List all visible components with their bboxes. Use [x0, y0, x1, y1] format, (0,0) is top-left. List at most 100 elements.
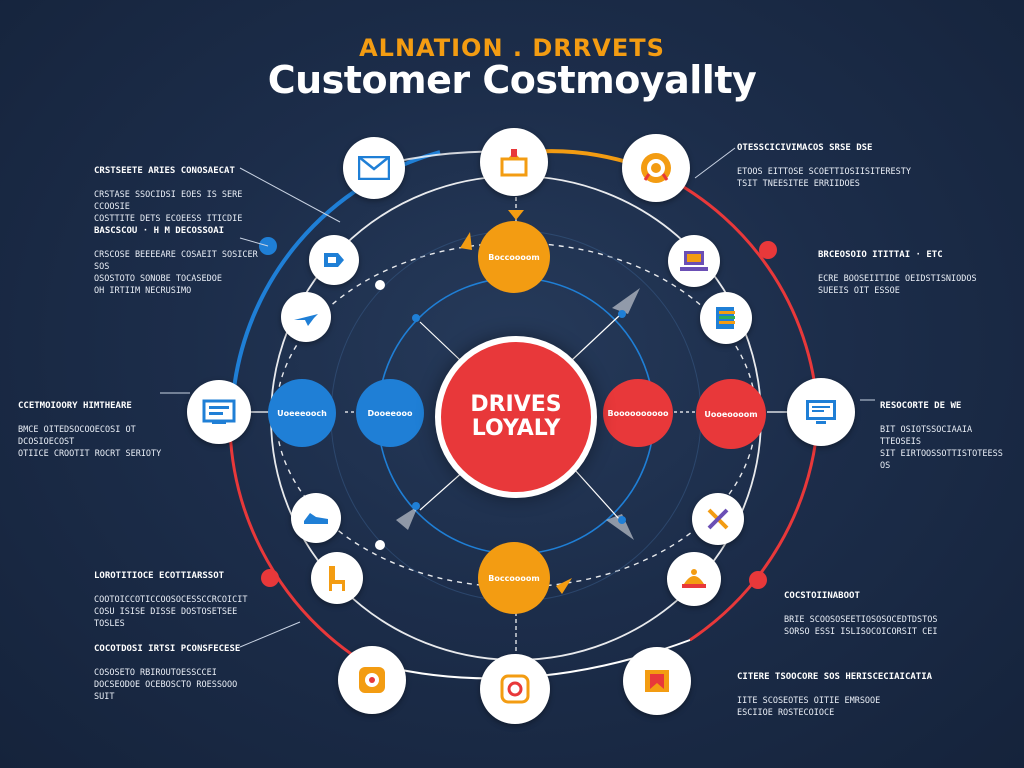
note-bottom-left-2-body: COSOSETO RBIROUTOESSCCEI DOCSEODOE OCEBO… — [94, 668, 238, 702]
note-bottom-right-body: BRIE SCOOSOSEETIOSOSOCEDTDSTOS SORSO ESS… — [784, 615, 938, 637]
center-line-2: LOYALY — [471, 416, 561, 441]
node-shoe — [291, 493, 341, 543]
spoke-up-left — [419, 321, 461, 361]
note-top-right-body: ETOOS EITTOSE SCOETTIOSIISITERESTY TSIT … — [737, 167, 911, 189]
arrow-topleft — [460, 232, 472, 250]
node-laptop — [668, 235, 720, 287]
note-mid-left-body: CRSCOSE BEEEEARE COSAEIT SOSICER SOS OSO… — [94, 250, 258, 296]
arrow-down-left-chevron — [396, 506, 418, 530]
arrow-up-right-chevron — [612, 288, 640, 314]
chair-icon — [329, 566, 345, 591]
hub-right-inner-label: Boooooooooo — [607, 408, 669, 418]
note-mid-right: BRCEOSOIO ITITTAI · ETC ECRE BOOSEIITIDE… — [818, 237, 988, 297]
node-camera-square — [480, 654, 550, 724]
spoke-down-right — [574, 469, 621, 521]
hub-bottom: Boccoooom — [478, 542, 550, 614]
leader-top-right — [694, 147, 736, 179]
dot-blue-c — [412, 502, 420, 510]
note-bottom-right-2: CITERE TSOOCORE SOS HERISCECIAICATIA IIT… — [737, 659, 957, 719]
hub-top: Boccoooom — [478, 221, 550, 293]
note-bottom-left-2: COCOTDOSI IRTSI PCONSFECESE COSOSETO RBI… — [94, 631, 274, 703]
center-line-1: DRIVES — [470, 392, 562, 417]
screen-icon — [202, 399, 236, 424]
note-mid-right-body: ECRE BOOSEIITIDE OEIDSTISNIODOS SUEEIS O… — [818, 274, 977, 296]
node-gear-badge — [622, 134, 690, 202]
hub-left-inner: Dooeeooo — [356, 379, 424, 447]
bell-icon — [682, 569, 706, 588]
note-top-left: CRSTSEETE ARIES CONOSAECAT CRSTASE SSOCI… — [94, 153, 274, 225]
node-chair — [311, 552, 363, 604]
dot-blue-d — [618, 516, 626, 524]
note-mid-left: BASCSCOU · H M DECOSSOAI CRSCOSE BEEEEAR… — [94, 213, 274, 297]
note-left-body: BMCE OITEDSOCOOECOSI OT DCOSIOECOST OTII… — [18, 425, 162, 459]
flag-icon — [645, 670, 669, 692]
monitor-icon — [806, 400, 836, 424]
note-bottom-left: LOROTITIOCE ECOTTIARSSOT COOTOICCOTICCOO… — [94, 558, 274, 630]
leader-top-left — [239, 167, 341, 223]
outer-ring-red-arc-left — [228, 429, 361, 662]
camera-icon — [359, 667, 385, 693]
node-airplane — [281, 292, 331, 342]
node-screen — [187, 380, 251, 444]
note-bottom-left-heading: LOROTITIOCE ECOTTIARSSOT — [94, 571, 225, 581]
node-flag — [623, 647, 691, 715]
spoke-down-left — [419, 469, 466, 511]
dot-red-right — [759, 241, 777, 259]
note-top-right: OTESSCICIVIMACOS SRSE DSE ETOOS EITTOSE … — [737, 130, 917, 190]
airplane-icon — [294, 314, 318, 326]
dot-red-left-low — [261, 569, 279, 587]
tools-icon — [707, 508, 729, 530]
note-top-right-heading: OTESSCICIVIMACOS SRSE DSE — [737, 143, 873, 153]
hub-right-outer-label: Uooeoooom — [704, 409, 758, 419]
hub-top-label: Boccoooom — [488, 252, 540, 262]
dot-blue-b — [618, 310, 626, 318]
gear-badge-icon — [641, 153, 671, 183]
note-top-left-body: CRSTASE SSOCIDSI EOES IS SERE CCOOSIE CO… — [94, 190, 243, 224]
envelope-icon — [358, 156, 390, 180]
note-left: CCETMOIOORY HIMTHEARE BMCE OITEDSOCOOECO… — [18, 388, 178, 460]
node-bell — [667, 552, 721, 606]
note-bottom-left-2-heading: COCOTDOSI IRTSI PCONSFECESE — [94, 644, 241, 654]
dot-white-b — [375, 540, 385, 550]
node-camera — [338, 646, 406, 714]
dot-red-right-low — [749, 571, 767, 589]
node-trophy — [480, 128, 548, 196]
tag-icon — [324, 253, 344, 267]
note-bottom-right-2-heading: CITERE TSOOCORE SOS HERISCECIAICATIA — [737, 672, 933, 682]
note-top-left-heading: CRSTSEETE ARIES CONOSAECAT — [94, 166, 235, 176]
note-mid-right-heading: BRCEOSOIO ITITTAI · ETC — [818, 250, 943, 260]
trophy-icon — [500, 149, 528, 177]
note-right: RESOCORTE DE WE BIT OSIOTSSOCIAAIA TTEOS… — [880, 388, 1015, 472]
hub-left-outer-label: Uoeeeooch — [277, 408, 327, 418]
diagram-kicker: ALNATION . DRRVETS — [359, 34, 665, 62]
diagram-title: Customer Costmoyallty — [267, 58, 757, 102]
note-bottom-right-2-body: IITE SCOSEOTES OITIE EMRSOOE ESCIIOE ROS… — [737, 696, 881, 718]
hub-bottom-label: Boccoooom — [488, 573, 540, 583]
leader-bottom-left — [239, 621, 301, 648]
hub-right-inner: Boooooooooo — [603, 379, 673, 447]
note-right-body: BIT OSIOTSSOCIAAIA TTEOSEIS SIT EIRTOOSS… — [880, 425, 1003, 471]
hub-left-outer: Uoeeeooch — [268, 379, 336, 447]
note-right-heading: RESOCORTE DE WE — [880, 401, 962, 411]
document-list-icon — [716, 307, 735, 329]
note-left-heading: CCETMOIOORY HIMTHEARE — [18, 401, 132, 411]
node-monitor — [787, 378, 855, 446]
node-document-list — [700, 292, 752, 344]
arrow-top — [508, 210, 524, 220]
dot-white-a — [375, 280, 385, 290]
note-bottom-left-body: COOTOICCOTICCOOSOCESSCCRCOICIT COSU ISIS… — [94, 595, 248, 629]
center-badge: DRIVES LOYALY — [435, 336, 597, 498]
camera-square-icon — [500, 674, 530, 704]
node-envelope — [343, 137, 405, 199]
note-bottom-right: COCSTOIINABOOT BRIE SCOOSOSEETIOSOSOCEDT… — [784, 578, 1004, 638]
note-mid-left-heading: BASCSCOU · H M DECOSSOAI — [94, 226, 225, 236]
laptop-icon — [680, 251, 708, 271]
node-tools — [692, 493, 744, 545]
dot-blue-a — [412, 314, 420, 322]
hub-right-outer: Uooeoooom — [696, 379, 766, 449]
note-bottom-right-heading: COCSTOIINABOOT — [784, 591, 860, 601]
node-tag — [309, 235, 359, 285]
arrow-down-right-chevron — [606, 514, 634, 540]
leader-mid-left — [239, 237, 269, 247]
spoke-up-right — [571, 314, 621, 361]
